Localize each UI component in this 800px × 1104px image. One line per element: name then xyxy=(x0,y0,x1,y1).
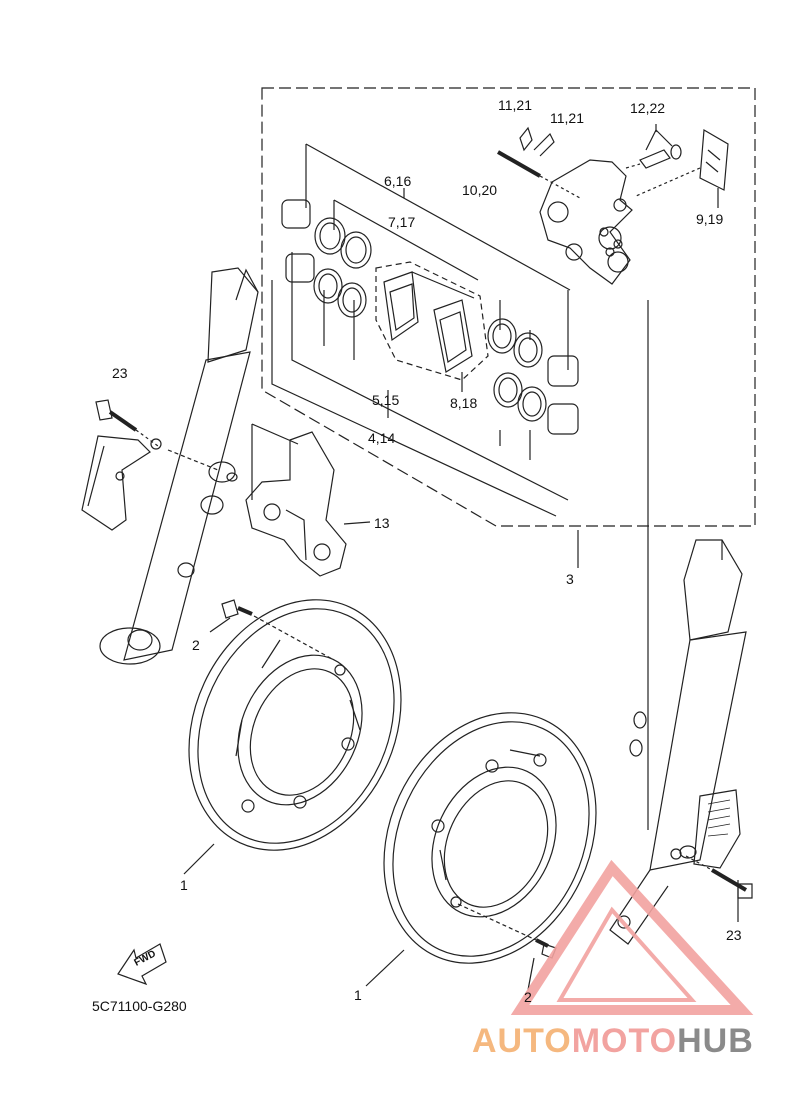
callout-3: 3 xyxy=(566,571,574,587)
drawing-code: 5C71100-G280 xyxy=(92,998,187,1014)
automotohub-logo-icon xyxy=(510,859,754,1015)
callout-13: 13 xyxy=(374,515,390,531)
right-reflector xyxy=(670,789,741,869)
callout-9-19: 9,19 xyxy=(696,211,724,227)
watermark-part-hub: HUB xyxy=(677,1022,754,1060)
callout-5-15: 5,15 xyxy=(372,392,400,408)
leader-lines xyxy=(183,124,739,991)
callout-4-14: 4,14 xyxy=(368,430,396,446)
bleed-screw xyxy=(625,129,682,169)
callout-2-lower: 2 xyxy=(524,989,532,1005)
brake-disc-right xyxy=(383,712,597,964)
caliper-assembly-box xyxy=(261,87,756,527)
left-reflector-bracket xyxy=(81,435,162,531)
callout-6-16: 6,16 xyxy=(384,173,412,189)
brake-disc-left xyxy=(188,599,402,851)
brake-pads xyxy=(375,261,489,381)
brake-caliper-13 xyxy=(245,423,371,577)
callout-2-upper: 2 xyxy=(192,637,200,653)
callout-11-21a: 11,21 xyxy=(498,97,532,113)
left-fork-leg xyxy=(99,267,259,665)
pistons-and-seals xyxy=(281,199,579,435)
seal-kit-bracket-lines xyxy=(271,143,571,517)
bolt-23-right xyxy=(685,855,753,899)
callout-23-left: 23 xyxy=(112,365,128,381)
watermark-part-auto: AUTO xyxy=(472,1022,572,1060)
callout-11-21b: 11,21 xyxy=(550,110,584,126)
callout-8-18: 8,18 xyxy=(450,395,478,411)
callout-10-20: 10,20 xyxy=(462,182,498,198)
bolt-2-upper xyxy=(221,599,335,661)
callout-1-right: 1 xyxy=(354,987,362,1003)
fwd-arrow-icon xyxy=(117,943,167,986)
watermark-text: AUTOMOTOHUB xyxy=(472,1022,754,1061)
right-fork-leg xyxy=(609,539,747,945)
pad-pin-and-clips xyxy=(497,126,581,199)
callout-23-right: 23 xyxy=(726,927,742,943)
pad-spring xyxy=(635,129,729,197)
callout-12-22: 12,22 xyxy=(630,100,666,116)
callout-7-17: 7,17 xyxy=(388,214,416,230)
watermark-part-moto: MOTO xyxy=(571,1022,678,1060)
caliper-body-exploded xyxy=(539,159,633,285)
bolt-23-left xyxy=(95,399,159,447)
callout-1-left: 1 xyxy=(180,877,188,893)
